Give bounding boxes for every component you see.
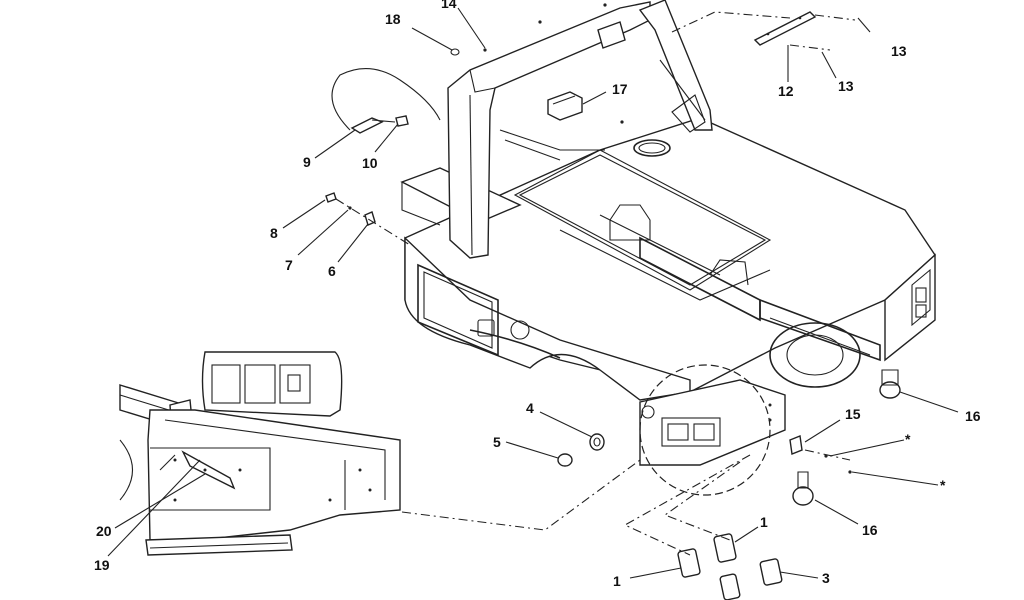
callout-16-upper: 16 bbox=[965, 408, 981, 424]
roll-bar-frame bbox=[447, 0, 713, 259]
callout-13-lower: 13 bbox=[838, 78, 854, 94]
detail-circle bbox=[401, 364, 783, 600]
callout-6: 6 bbox=[328, 263, 336, 279]
right-parts bbox=[639, 369, 901, 506]
callout-16-lower: 16 bbox=[862, 522, 878, 538]
callout-20: 20 bbox=[96, 523, 112, 539]
callout-7: 7 bbox=[285, 257, 293, 273]
callout-star-lower: * bbox=[940, 477, 946, 493]
callout-18: 18 bbox=[385, 11, 401, 27]
upper-parts bbox=[325, 11, 856, 246]
callout-15: 15 bbox=[845, 406, 861, 422]
callout-14: 14 bbox=[441, 0, 457, 11]
callout-17: 17 bbox=[612, 81, 628, 97]
callout-labels: 14 18 17 9 10 8 7 6 13 13 12 16 15 16 * … bbox=[94, 0, 981, 589]
lower-left-detail bbox=[119, 351, 401, 556]
callout-4: 4 bbox=[526, 400, 534, 416]
chassis-body bbox=[400, 117, 936, 401]
callout-3: 3 bbox=[822, 570, 830, 586]
callout-9: 9 bbox=[303, 154, 311, 170]
callout-10: 10 bbox=[362, 155, 378, 171]
callout-12: 12 bbox=[778, 83, 794, 99]
callout-13-upper: 13 bbox=[891, 43, 907, 59]
callout-star-upper: * bbox=[905, 431, 911, 447]
callout-8: 8 bbox=[270, 225, 278, 241]
leader-lines bbox=[107, 7, 959, 579]
callout-5: 5 bbox=[493, 434, 501, 450]
callout-1-left: 1 bbox=[613, 573, 621, 589]
callout-19: 19 bbox=[94, 557, 110, 573]
callout-1-right: 1 bbox=[760, 514, 768, 530]
